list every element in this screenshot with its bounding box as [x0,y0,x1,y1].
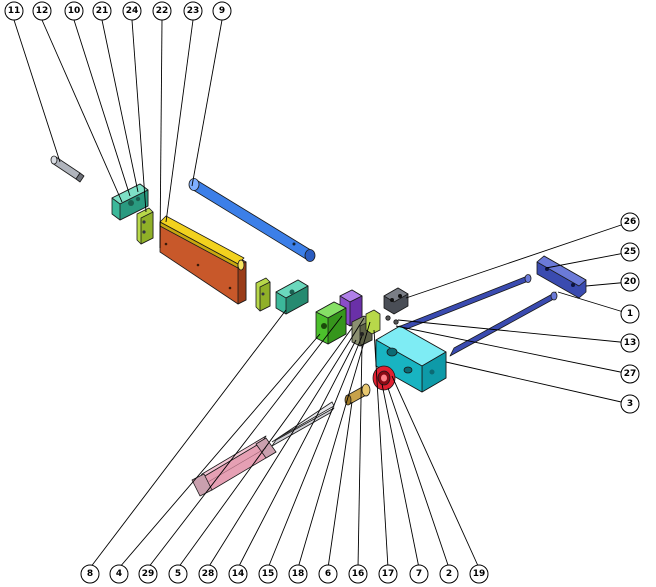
balloon-25-text: 25 [624,247,637,257]
balloon-19-text: 19 [473,569,486,579]
balloon-27-text: 27 [624,369,637,379]
part-23-bar [159,215,245,271]
balloon-28-text: 28 [202,569,215,579]
part-11-pin [50,155,85,183]
balloon-18-text: 18 [292,569,305,579]
balloon-1: 1 [620,304,640,324]
part-green-block [315,301,347,345]
balloon-2: 2 [439,564,459,584]
part-26-fastener [383,287,409,315]
part-29-cylinder [191,401,335,497]
balloon-1-text: 1 [627,309,633,319]
balloon-2-text: 2 [446,569,452,579]
balloon-6: 6 [318,564,338,584]
balloon-3: 3 [620,394,640,414]
balloon-19: 19 [469,564,489,584]
part-25-end-plate [536,255,587,299]
part-1-rod-upper [393,274,532,335]
balloon-15-text: 15 [262,569,275,579]
leader-lines [13,19,631,569]
balloon-4-text: 4 [116,569,122,579]
balloon-29: 29 [138,564,158,584]
balloon-15: 15 [258,564,278,584]
balloon-22: 22 [152,1,172,21]
balloon-25: 25 [620,242,640,262]
balloon-17: 17 [378,564,398,584]
balloon-22-text: 22 [156,6,169,16]
balloon-20-text: 20 [624,277,637,287]
balloon-7: 7 [409,564,429,584]
balloon-29-text: 29 [142,569,155,579]
balloon-10: 10 [64,1,84,21]
balloon-26: 26 [620,212,640,232]
balloon-12-text: 12 [36,6,49,16]
balloon-13-text: 13 [624,338,637,348]
balloon-26-text: 26 [624,217,637,227]
part-teal-block [275,279,309,315]
balloon-16-text: 16 [352,569,365,579]
balloon-17-text: 17 [382,569,395,579]
balloon-21: 21 [92,1,112,21]
balloon-16: 16 [348,564,368,584]
balloon-14-text: 14 [232,569,245,579]
part-12-bracket [111,183,149,221]
balloon-13: 13 [620,333,640,353]
balloon-3-text: 3 [627,399,633,409]
balloon-4: 4 [109,564,129,584]
balloon-5: 5 [168,564,188,584]
balloon-27: 27 [620,364,640,384]
balloon-7-text: 7 [416,569,422,579]
balloon-5-text: 5 [175,569,181,579]
balloon-23-text: 23 [187,6,200,16]
balloon-12: 12 [32,1,52,21]
balloon-9-text: 9 [219,6,225,16]
part-27-rod-lower [449,291,558,357]
part-2-red-wheel [372,365,396,391]
part-lime-small [365,309,381,335]
balloon-6-text: 6 [325,569,331,579]
part-9-shaft [188,178,316,262]
parts-layer [50,155,587,497]
balloon-21-text: 21 [96,6,109,16]
balloon-10-text: 10 [68,6,81,16]
balloon-11: 11 [4,1,24,21]
balloon-23: 23 [183,1,203,21]
balloon-24: 24 [122,1,142,21]
balloon-9: 9 [212,1,232,21]
part-24-clip [136,207,154,245]
balloon-18: 18 [288,564,308,584]
balloon-20: 20 [620,272,640,292]
part-clip-mid [255,277,271,312]
balloon-8: 8 [80,564,100,584]
balloon-28: 28 [198,564,218,584]
balloon-11-text: 11 [8,6,21,16]
balloon-24-text: 24 [126,6,139,16]
balloon-8-text: 8 [87,569,93,579]
balloon-14: 14 [228,564,248,584]
balloon-labels: 11 12 10 21 24 22 23 9 26 25 20 1 13 27 … [4,1,640,584]
part-6-bushing [344,383,371,406]
part-13-pins [385,315,399,325]
